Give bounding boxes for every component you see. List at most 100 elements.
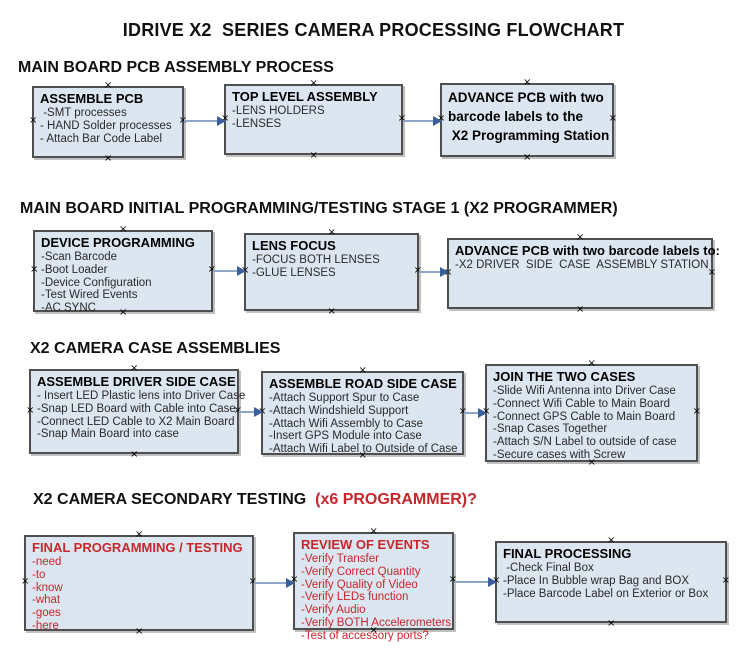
box-item: -need xyxy=(32,556,62,568)
connection-point-top: × xyxy=(130,363,139,374)
page-title: IDRIVE X2 SERIES CAMERA PROCESSING FLOWC… xyxy=(122,20,625,40)
box-item: -Verify Transfer xyxy=(301,553,379,565)
connection-point-top: × xyxy=(327,227,336,238)
box-item: -LENSES xyxy=(232,117,282,130)
flow-box-review-of-events: × × × × REVIEW OF EVENTS -Verify Transfe… xyxy=(290,527,457,642)
box-item: -Attach S/N Label to outside of case xyxy=(493,436,677,449)
box-item: -Check Final Box xyxy=(503,562,594,574)
flow-box-advance-pcb-driver-side: × × × × ADVANCE PCB with two barcode lab… xyxy=(444,233,720,315)
box-item: -to xyxy=(32,568,46,581)
box-title: ADVANCE PCB with two barcode labels to: xyxy=(455,243,720,258)
flow-connector-arrow xyxy=(419,267,449,277)
box-item: -Verify Audio xyxy=(301,604,366,617)
connection-point-bottom: × xyxy=(607,618,616,629)
box-item: -AC SYNC xyxy=(41,302,96,315)
box-item: -Verify LEDs function xyxy=(301,591,409,604)
box-item: -know xyxy=(32,581,63,594)
flow-box-lens-focus: × × × × LENS FOCUS -FOCUS BOTH LENSES -G… xyxy=(241,228,422,317)
flow-box-top-level-assembly: × × × × TOP LEVEL ASSEMBLY -LENS HOLDERS… xyxy=(221,79,406,161)
box-item: -Boot Loader xyxy=(41,263,108,276)
flow-connector-arrow xyxy=(184,116,226,126)
connection-point-right: × xyxy=(707,266,716,278)
box-title: FINAL PROCESSING xyxy=(503,546,632,561)
box-title: LENS FOCUS xyxy=(252,238,336,253)
box-item: - Insert LED Plastic lens into Driver Ca… xyxy=(37,390,246,402)
flow-connector-arrow xyxy=(213,266,246,276)
box-item: -Slide Wifi Antenna into Driver Case xyxy=(493,385,676,397)
box-item: -SMT processes xyxy=(40,107,127,119)
flow-connector-arrow xyxy=(254,578,295,588)
connection-point-bottom: × xyxy=(309,150,318,161)
box-item: -Snap Main Board into case xyxy=(37,428,179,441)
box-title: ADVANCE PCB with two barcode labels to t… xyxy=(448,90,610,143)
box-item: -Attach Windshield Support xyxy=(269,404,409,417)
flow-box-assemble-road-side-case: × × × × ASSEMBLE ROAD SIDE CASE -Attach … xyxy=(258,366,467,461)
connection-point-top: × xyxy=(369,526,378,537)
box-title: JOIN THE TWO CASES xyxy=(493,369,636,384)
connection-point-top: × xyxy=(119,224,128,235)
connection-point-bottom: × xyxy=(104,153,113,164)
connection-point-top: × xyxy=(576,232,585,243)
heading-red-text: (x6 PROGRAMMER)? xyxy=(310,491,477,508)
connection-point-bottom: × xyxy=(576,304,585,315)
box-item: -Verify BOTH Accelerometers xyxy=(301,616,452,629)
box-item: -Verify Correct Quantity xyxy=(301,565,421,578)
box-item: -here xyxy=(32,619,59,632)
connection-point-left: × xyxy=(29,115,38,126)
heading-text: X2 CAMERA SECONDARY TESTING xyxy=(33,491,311,508)
box-item: -Scan Barcode xyxy=(41,251,118,263)
box-title: DEVICE PROGRAMMING xyxy=(41,235,195,250)
box-title: ASSEMBLE PCB xyxy=(40,91,144,106)
box-item: -Place In Bubble wrap Bag and BOX xyxy=(503,574,690,587)
box-item: -Secure cases with Screw xyxy=(493,448,626,461)
flow-connector-arrow xyxy=(464,408,487,418)
connection-point-bottom: × xyxy=(130,449,139,460)
connection-point-top: × xyxy=(523,77,532,88)
connection-point-left: × xyxy=(30,264,39,275)
connection-point-left: × xyxy=(26,404,35,416)
box-item: -Attach Support Spur to Case xyxy=(269,392,420,404)
box-item: -Device Configuration xyxy=(41,276,152,289)
box-title: FINAL PROGRAMMING / TESTING xyxy=(32,540,243,555)
flow-box-join-the-two-cases: × × × × JOIN THE TWO CASES -Slide Wifi A… xyxy=(482,359,701,468)
box-item: -Test Wired Events xyxy=(41,289,138,302)
connection-point-right: × xyxy=(692,406,701,417)
box-item: -Insert GPS Module into Case xyxy=(269,430,422,443)
box-item: -Attach Wifi Label to Outside of Case xyxy=(269,443,458,456)
flow-box-final-processing: × × × × FINAL PROCESSING -Check Final Bo… xyxy=(492,536,730,629)
connection-point-top: × xyxy=(587,358,596,369)
section-heading-pcb-assembly: MAIN BOARD PCB ASSEMBLY PROCESS xyxy=(18,59,334,77)
flow-connector-arrow xyxy=(454,577,497,587)
box-item: -Connect LED Cable to X2 Main Board xyxy=(37,415,235,428)
box-item: -Connect Wifi Cable to Main Board xyxy=(493,397,671,410)
box-item: - HAND Solder processes xyxy=(40,119,172,132)
box-item: - Attach Bar Code Label xyxy=(40,132,163,145)
box-item: -Attach Wifi Assembly to Case xyxy=(269,417,424,430)
box-item: -X2 DRIVER SIDE CASE ASSEMBLY STATION xyxy=(455,259,709,271)
box-item: -Connect GPS Cable to Main Board xyxy=(493,410,676,423)
connection-point-top: × xyxy=(309,78,318,89)
box-item: -GLUE LENSES xyxy=(252,266,336,279)
heading-text: X2 CAMERA CASE ASSEMBLIES xyxy=(30,340,281,357)
section-heading-initial-programming: MAIN BOARD INITIAL PROGRAMMING/TESTING S… xyxy=(20,200,618,218)
flow-box-final-programming-testing: × × × × FINAL PROGRAMMING / TESTING -nee… xyxy=(21,530,257,637)
connection-point-top: × xyxy=(358,365,367,376)
box-item: -goes xyxy=(32,607,61,620)
heading-text: MAIN BOARD INITIAL PROGRAMMING/TESTING S… xyxy=(20,200,618,217)
flow-box-advance-pcb-programming-station: × × × × ADVANCE PCB with two barcode lab… xyxy=(437,78,617,163)
flow-box-assemble-pcb: × × × × ASSEMBLE PCB -SMT processes - HA… xyxy=(29,81,187,164)
box-item: -FOCUS BOTH LENSES xyxy=(252,254,380,266)
connection-point-right: × xyxy=(721,575,730,586)
section-heading-case-assemblies: X2 CAMERA CASE ASSEMBLIES xyxy=(30,340,280,358)
box-item: -Test of accessory ports? xyxy=(301,629,429,642)
connection-point-bottom: × xyxy=(327,306,336,317)
flow-connector-arrow xyxy=(239,407,263,417)
box-title: REVIEW OF EVENTS xyxy=(301,537,430,552)
box-item: -what xyxy=(32,594,61,607)
connection-point-top: × xyxy=(135,529,144,540)
section-heading-secondary-testing: X2 CAMERA SECONDARY TESTING (x6 PROGRAMM… xyxy=(33,491,477,509)
box-title: ASSEMBLE DRIVER SIDE CASE xyxy=(37,374,236,389)
box-title: TOP LEVEL ASSEMBLY xyxy=(232,89,378,104)
box-item: -Place Barcode Label on Exterior or Box xyxy=(503,587,709,600)
